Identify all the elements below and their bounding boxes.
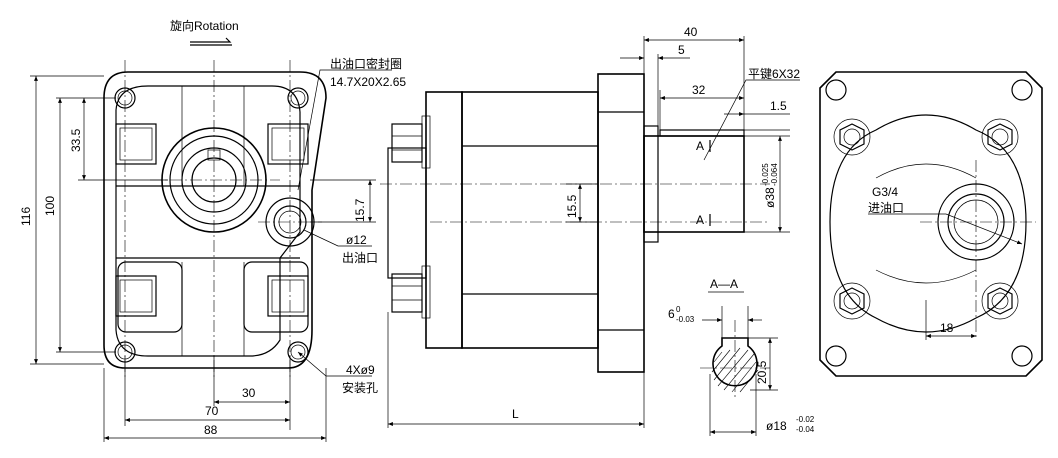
section-mark-top: A: [696, 139, 704, 153]
mount-holes-label: 4Xø9: [346, 363, 375, 377]
side-body: [461, 91, 599, 349]
rotation-arrow: [190, 37, 232, 46]
section-mark-bottom: A: [696, 213, 704, 227]
rear-bolt-bl: [833, 282, 871, 320]
dim-100: 100: [43, 196, 57, 216]
rear-hole-br: [1011, 345, 1033, 367]
dim-40: 40: [684, 25, 698, 39]
rear-outline: [819, 71, 1043, 377]
mount-hole-br: [287, 341, 309, 363]
dim-30: 30: [242, 386, 256, 400]
section-shaft-tol-lower: -0.04: [796, 425, 815, 434]
bolt-head-tr: [267, 123, 309, 165]
inlet-thread: G3/4: [872, 185, 898, 199]
slot-right: [243, 261, 309, 333]
dim-L: L: [512, 407, 519, 421]
outlet-label: 出油口: [342, 251, 378, 265]
slot-left: [117, 261, 183, 333]
key-width-tol-lower: -0.03: [676, 315, 695, 324]
dim-18: 18: [940, 321, 954, 335]
mount-hole-tr-inner: [290, 90, 306, 106]
outlet-dia: ø12: [346, 233, 367, 247]
key-width: 6: [668, 307, 675, 321]
dim-32: 32: [692, 83, 706, 97]
side-flange: [597, 73, 645, 373]
side-key: [659, 129, 745, 137]
dim-88: 88: [204, 423, 218, 437]
side-rear-cover: [425, 91, 463, 349]
section-aa: A—A 6 0 -0.03 20.5 ø18 -0.0: [668, 277, 815, 436]
rear-hole-bl: [825, 345, 847, 367]
dim-38-tol-lower: -0.064: [770, 163, 779, 186]
inlet-label: 进油口: [868, 201, 904, 215]
section-shaft: [712, 337, 758, 387]
rear-hole-tr: [1011, 79, 1033, 101]
dim-38: ø38: [763, 187, 777, 208]
bolt-head-bl: [115, 275, 157, 317]
key-label: 平键6X32: [748, 67, 800, 81]
front-view: 旋向Rotation: [19, 18, 406, 442]
seal-spec: 14.7X20X2.65: [330, 75, 406, 89]
bolt-head-tl: [115, 123, 157, 165]
side-inlet-boss: [387, 147, 427, 279]
rear-bolt-br: [981, 282, 1019, 320]
rotation-label: 旋向Rotation: [170, 18, 239, 33]
dim-1-5: 1.5: [770, 99, 787, 113]
dim-5: 5: [678, 43, 685, 57]
rear-bolt-tr: [981, 118, 1019, 156]
rear-hole-tl: [825, 79, 847, 101]
front-body-outline: [115, 85, 301, 357]
dim-116: 116: [19, 207, 33, 226]
section-shaft-tol-upper: -0.02: [796, 415, 815, 424]
bolt-head-br: [267, 275, 309, 317]
rear-bolt-tl: [833, 118, 871, 156]
dim-70: 70: [205, 404, 219, 418]
key-height: 20.5: [755, 360, 769, 384]
section-shaft-dia: ø18: [766, 419, 787, 433]
dim-15-7: 15.7: [353, 198, 367, 222]
key-width-tol-upper: 0: [676, 305, 681, 314]
seal-label: 出油口密封圈: [330, 56, 402, 71]
rear-body-outline: [829, 114, 1027, 333]
side-view: A A 40 5 32 平键6X32 1.5 15.5: [380, 25, 800, 428]
section-title: A—A: [710, 277, 738, 291]
front-flange-outline: [103, 71, 327, 369]
dim-38-tol-upper: -0.025: [761, 163, 770, 186]
rear-view: G3/4 进油口 18: [819, 71, 1043, 377]
side-bolt-top: [391, 123, 423, 163]
dim-33-5: 33.5: [69, 128, 83, 152]
mount-holes-name: 安装孔: [342, 380, 378, 395]
side-bolt-bottom: [391, 273, 423, 313]
mount-hole-tr: [287, 87, 309, 109]
dim-15-5: 15.5: [565, 194, 579, 218]
mount-hole-br-inner: [290, 344, 306, 360]
